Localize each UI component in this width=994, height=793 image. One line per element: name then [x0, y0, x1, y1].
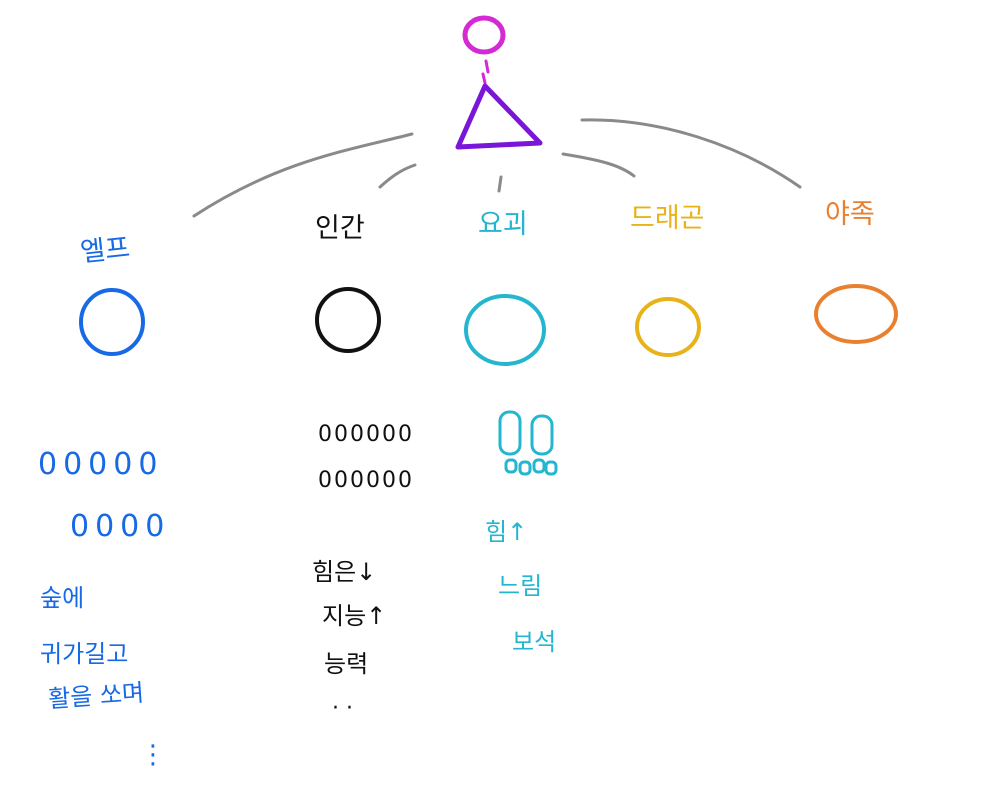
- elf-trait-2: 귀가길고: [40, 640, 129, 668]
- connector-lines: [192, 118, 802, 218]
- human-trait-1: 힘은↓: [312, 558, 377, 586]
- connector-elf: [192, 132, 414, 218]
- human-counts: 000000: [318, 422, 414, 447]
- beast-circle: [814, 284, 898, 344]
- dragon-label: 드래곤: [630, 203, 705, 234]
- human-counts-2: 000000: [318, 468, 414, 493]
- root-head: [462, 15, 506, 55]
- elf-trait-1: 숲에: [40, 584, 85, 612]
- human-circle: [315, 287, 381, 353]
- connector-human: [378, 163, 417, 189]
- elf-label: 엘프: [78, 232, 132, 269]
- beast-label: 야족: [825, 199, 875, 230]
- human-trait-3: 능력: [324, 650, 369, 678]
- dwarf-feet-icon: [498, 410, 558, 476]
- dwarf-trait-3: 보석: [512, 628, 557, 656]
- root-body: [455, 83, 543, 150]
- connector-beast: [580, 118, 802, 189]
- dwarf-label: 요괴: [478, 209, 528, 240]
- elf-counts: 00000: [38, 447, 164, 482]
- elf-circle: [79, 288, 145, 356]
- dwarf-circle: [464, 294, 546, 366]
- connector-dragon: [561, 152, 636, 178]
- elf-counts-2: 0000: [70, 509, 171, 544]
- elf-ellipsis: ⋮: [140, 740, 166, 770]
- human-ellipsis: · ·: [332, 696, 353, 721]
- root-neck: [481, 59, 490, 85]
- human-trait-2: 지능↑: [322, 602, 387, 630]
- dwarf-trait-2: 느림: [498, 572, 543, 600]
- connector-dwarf: [497, 175, 503, 193]
- root-figure-icon: [455, 15, 543, 150]
- dragon-circle: [635, 297, 701, 357]
- elf-trait-3: 활을 쏘며: [47, 678, 145, 714]
- dwarf-trait-1: 힘↑: [485, 518, 528, 546]
- human-label: 인간: [315, 213, 365, 244]
